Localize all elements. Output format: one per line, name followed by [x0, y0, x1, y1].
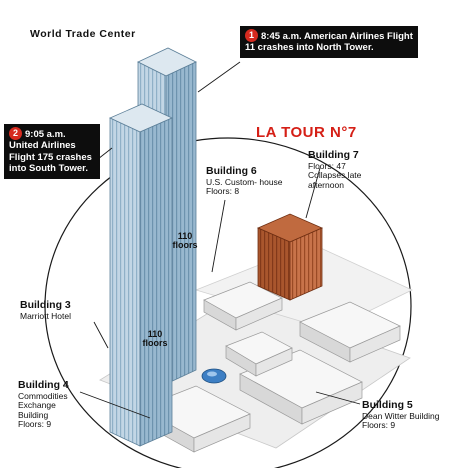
label-building-5: Building 5 Dean Witter Building Floors: …: [362, 399, 440, 431]
site-circle: [44, 137, 412, 468]
building-7-shape: [257, 213, 323, 301]
label-building-7: Building 7 Floors: 47 Collapses late aft…: [308, 149, 362, 190]
building-5-line-1: Dean Witter Building: [362, 410, 440, 421]
building-3-name: Building 3: [20, 299, 71, 311]
label-building-4: Building 4 Commodities Exchange Building…: [18, 379, 69, 430]
north-tower-floor-count: 110: [177, 231, 193, 241]
low-building-6: [203, 281, 283, 331]
la-tour-banner: LA TOUR N°7: [256, 124, 357, 141]
building-7-line-1: Floors: 47: [308, 160, 346, 171]
building-6-name: Building 6: [206, 165, 257, 177]
callout-badge-1: 1: [245, 29, 258, 42]
south-tower-floor-word: floors: [142, 338, 168, 349]
building-4-line-2: Exchange: [18, 400, 56, 411]
north-tower-floors: 110 floors: [170, 231, 200, 251]
building-5-name: Building 5: [362, 399, 413, 411]
building-4-line-4: Floors: 9: [18, 419, 52, 430]
callout-text-2: United Airlines Flight 175 crashes into …: [9, 140, 92, 175]
south-tower-floor-count: 110: [147, 329, 163, 339]
building-6-line-1: U.S. Custom- house: [206, 176, 283, 187]
building-7-line-2: Collapses late: [308, 170, 362, 181]
building-7-name: Building 7: [308, 149, 359, 161]
north-tower-floor-word: floors: [172, 240, 198, 251]
fountain-highlight: [207, 371, 217, 377]
label-building-3: Building 3 Marriott Hotel: [20, 299, 72, 321]
building-7-line-3: afternoon: [308, 179, 344, 190]
callout-time-2: 9:05 a.m.: [25, 129, 66, 140]
south-tower-floors: 110 floors: [140, 329, 170, 349]
building-4-line-3: Building: [18, 409, 49, 420]
callout-time-1: 8:45 a.m.: [261, 31, 302, 42]
building-5-line-2: Floors: 9: [362, 420, 396, 431]
building-6-line-2: Floors: 8: [206, 186, 240, 197]
callout-badge-2: 2: [9, 127, 22, 140]
south-tower-shape: [109, 103, 173, 447]
callout-text-1: American Airlines Flight 11 crashes into…: [245, 31, 413, 54]
page-title: World Trade Center: [30, 28, 136, 40]
building-3-line-1: Marriott Hotel: [20, 310, 72, 321]
low-building-back: [299, 301, 401, 363]
building-4-name: Building 4: [18, 379, 69, 391]
building-4-line-1: Commodities: [18, 390, 68, 401]
low-building-middle: [225, 331, 293, 377]
label-building-6: Building 6 U.S. Custom- house Floors: 8: [206, 165, 283, 197]
